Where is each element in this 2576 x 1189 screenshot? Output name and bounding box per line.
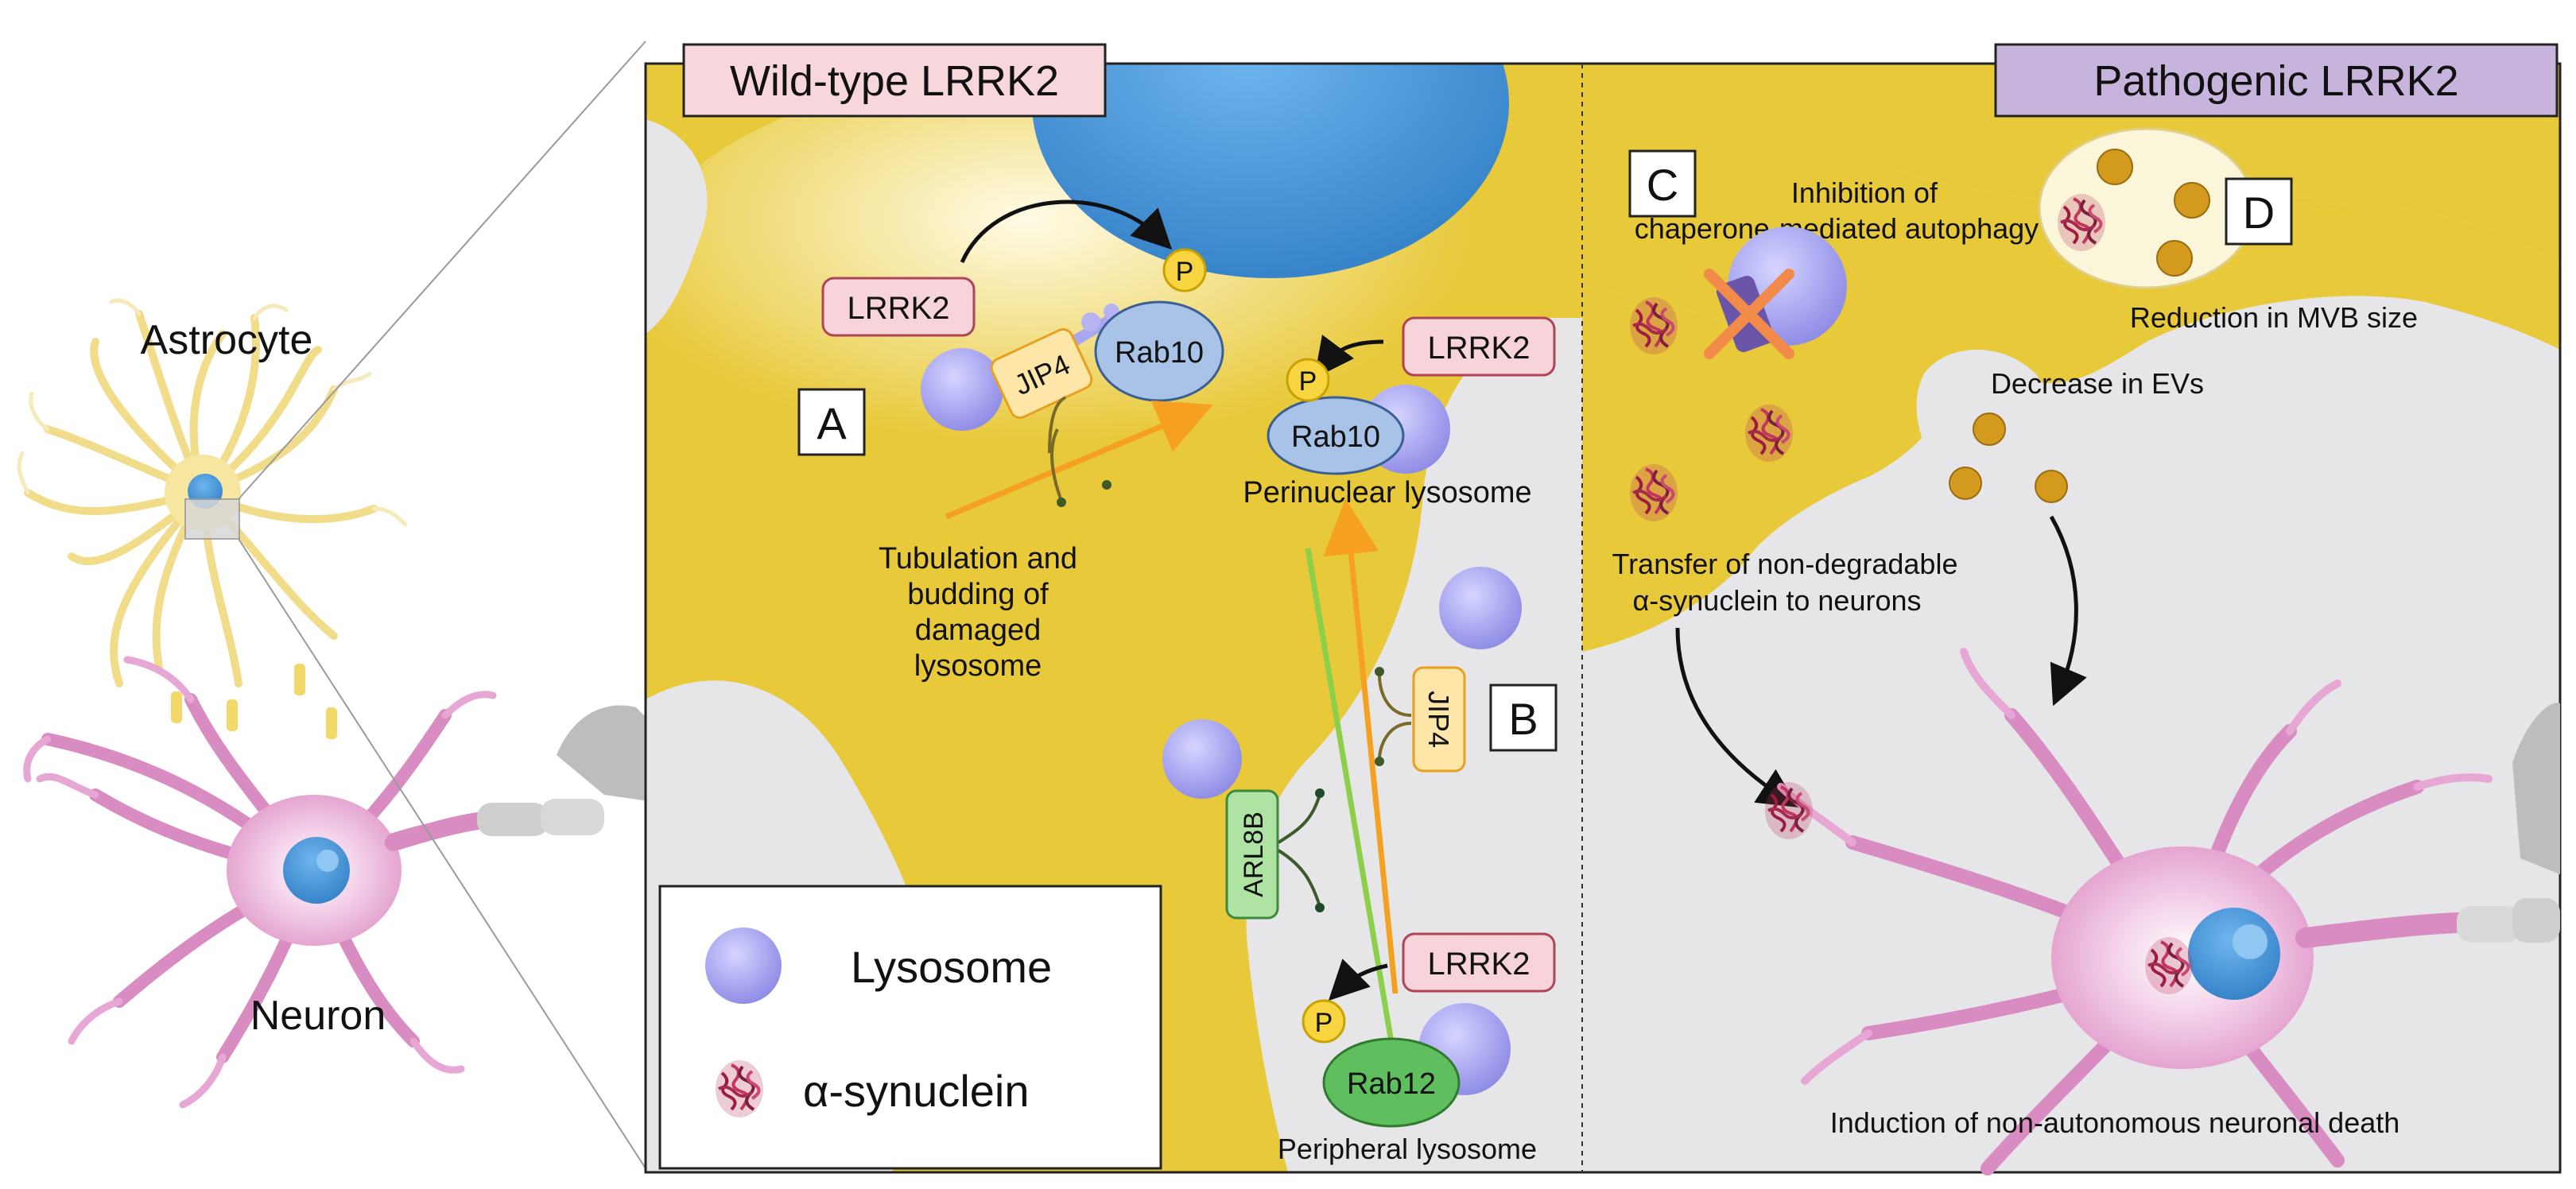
header-wild-type: Wild-type LRRK2	[682, 43, 1107, 118]
ev-2	[1949, 467, 1982, 500]
rab10-a: Rab10	[1094, 300, 1224, 402]
rab10-peri: Rab10	[1267, 396, 1405, 475]
perinuclear-text: Perinuclear lysosome	[1243, 476, 1531, 509]
synuclein-transfer	[1763, 780, 1814, 841]
synuclein-in-neuron	[2143, 935, 2194, 996]
synuclein-c-3	[1628, 463, 1679, 523]
microtubule-orange-b	[1323, 498, 1399, 994]
panel-a: A LRRK2 JIP4 Rab10 P Tubulation and	[797, 199, 1224, 683]
panel-a-label: A	[817, 398, 847, 448]
legend: Lysosome α-synuclein	[658, 885, 1162, 1170]
jip4-box-a: JIP4	[990, 327, 1093, 420]
cma-text-2: chaperone-mediated autophagy	[1635, 212, 2039, 245]
svg-text:Rab10: Rab10	[1291, 420, 1380, 454]
lysosome-a	[921, 348, 1003, 431]
header-pathogenic: Pathogenic LRRK2	[1994, 43, 2559, 118]
phosphorylation-arrow-a	[960, 199, 1173, 264]
svg-text:P: P	[1299, 366, 1317, 397]
svg-text:Pathogenic LRRK2: Pathogenic LRRK2	[2093, 57, 2458, 105]
svg-text:Rab12: Rab12	[1347, 1067, 1436, 1101]
svg-text:JIP4: JIP4	[1422, 691, 1455, 748]
neuron-cell-right: Induction of non-autonomous neuronal dea…	[1763, 648, 2560, 1175]
phospho-peri: P	[1286, 358, 1330, 402]
zoom-line-bottom	[238, 538, 646, 1169]
neuron-label: Neuron	[250, 993, 386, 1039]
synuclein-d	[2056, 192, 2107, 253]
svg-text:Rab10: Rab10	[1115, 336, 1204, 370]
ev-1	[1973, 412, 2006, 446]
svg-text:LRRK2: LRRK2	[1428, 947, 1530, 982]
perinuclear-group: LRRK2 Rab10 P Perinuclear lysosome	[1243, 316, 1556, 509]
microtubule-a	[945, 400, 1213, 520]
phospho-a: P	[1162, 248, 1207, 292]
phospho-periph: P	[1302, 999, 1346, 1044]
rab12: Rab12	[1322, 1037, 1461, 1128]
synuclein-c-2	[1744, 403, 1794, 463]
svg-text:P: P	[1176, 257, 1194, 287]
tubulation-text: Tubulation and budding of damaged lysoso…	[879, 542, 1077, 683]
transfer-group: Transfer of non-degradable α-synuclein t…	[1612, 515, 2087, 808]
death-text: Induction of non-autonomous neuronal dea…	[1830, 1106, 2400, 1139]
cross-mark-b	[1704, 269, 1794, 359]
lrrk2-box-a: LRRK2	[821, 277, 976, 337]
panel-c-label: C	[1647, 160, 1678, 210]
lysosome-b-jip4	[1439, 567, 1522, 649]
lysosome-b-arl8b	[1162, 719, 1242, 799]
lrrk2-box-periph: LRRK2	[1402, 932, 1556, 993]
panel-b: JIP4 B ARL8B	[1162, 498, 1558, 1113]
peripheral-group: LRRK2 Rab12 P Peripheral lysosome	[1278, 932, 1556, 1165]
jip4-box-b: JIP4	[1412, 666, 1466, 773]
legend-lysosome-label: Lysosome	[851, 942, 1052, 992]
ev-3	[2035, 470, 2068, 503]
legend-lysosome-swatch	[705, 928, 782, 1004]
lrrk2-box-peri: LRRK2	[1402, 316, 1556, 377]
panel-c: C Inhibition of chaperone-mediated autop…	[1628, 149, 2039, 523]
zoom-line-top	[238, 41, 646, 500]
legend-synuclein-label: α-synuclein	[803, 1066, 1029, 1116]
svg-text:P: P	[1315, 1008, 1333, 1038]
astrocyte-cell: Astrocyte	[17, 298, 408, 687]
svg-text:Wild-type LRRK2: Wild-type LRRK2	[730, 57, 1059, 105]
transfer-text-1: Transfer of non-degradable	[1612, 548, 1958, 580]
svg-text:LRRK2: LRRK2	[848, 291, 950, 326]
cma-text-1: Inhibition of	[1791, 176, 1938, 209]
neuron-cell-left: Neuron	[23, 656, 668, 1109]
svg-text:LRRK2: LRRK2	[1428, 331, 1530, 366]
peripheral-text: Peripheral lysosome	[1278, 1133, 1537, 1165]
microtubule-green	[1305, 548, 1406, 1113]
panel-d-label: D	[2243, 188, 2275, 238]
mvb-text: Reduction in MVB size	[2130, 301, 2418, 334]
transfer-text-2: α-synuclein to neurons	[1632, 584, 1921, 617]
svg-text:Tubulation and: Tubulation and	[879, 542, 1077, 575]
panel-b-label: B	[1508, 694, 1538, 744]
svg-text:ARL8B: ARL8B	[1239, 811, 1269, 897]
astrocyte-label: Astrocyte	[141, 317, 313, 363]
evs-text: Decrease in EVs	[1991, 367, 2204, 400]
legend-synuclein-swatch	[714, 1059, 765, 1119]
arl8b-box: ARL8B	[1225, 789, 1279, 920]
svg-text:budding of: budding of	[907, 578, 1049, 611]
svg-text:damaged: damaged	[915, 614, 1041, 647]
svg-text:lysosome: lysosome	[914, 649, 1042, 683]
astrocyte-endfeet	[171, 664, 337, 739]
synuclein-c-1	[1628, 296, 1679, 356]
panel-d: D Reduction in MVB size Decrease in EVs	[1949, 127, 2418, 503]
